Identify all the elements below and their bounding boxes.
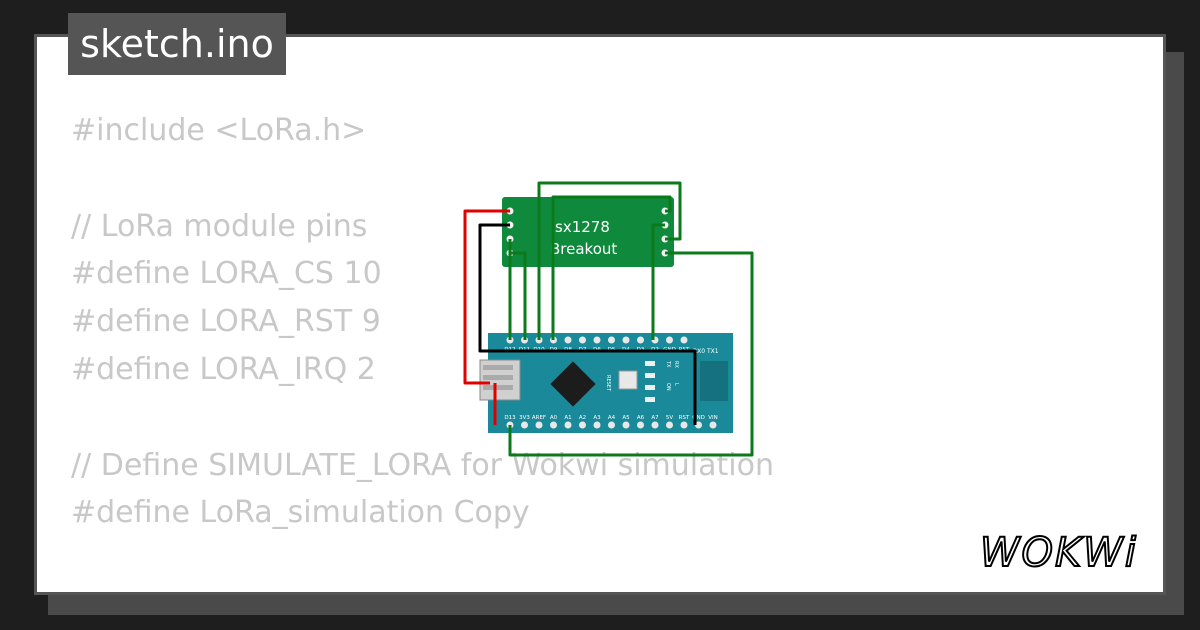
bottom-pin-label: 3V3 xyxy=(519,415,530,421)
file-tab[interactable]: sketch.ino xyxy=(68,13,286,75)
code-line: #define LoRa_simulation Copy xyxy=(71,495,530,531)
led-indicator xyxy=(645,385,655,390)
top-pin-d6 xyxy=(593,336,601,344)
bottom-pin-a6 xyxy=(637,421,644,429)
bottom-pin-aref xyxy=(535,421,543,429)
sx1278-module xyxy=(502,197,674,267)
code-line xyxy=(71,537,774,585)
code-line: // LoRa module pins xyxy=(71,208,368,244)
bottom-pin-a7 xyxy=(651,421,659,429)
bottom-pin-label: RST xyxy=(679,415,690,421)
bottom-pin-a5 xyxy=(622,421,630,429)
top-pin-d3 xyxy=(637,336,644,344)
board-label-l: L xyxy=(673,383,679,386)
board-label-tx: TX xyxy=(665,360,671,368)
bottom-pin-a4 xyxy=(608,421,615,429)
wire-red-power xyxy=(463,209,510,385)
wire-green-d11 xyxy=(510,251,527,340)
top-pin-gnd xyxy=(666,336,673,344)
wire-green-d10 xyxy=(537,181,682,340)
bottom-pin-label: A5 xyxy=(622,415,630,421)
bottom-pin-rst xyxy=(680,421,688,429)
bottom-pin-label: A6 xyxy=(637,415,645,421)
code-line: void setup() { xyxy=(71,585,774,592)
bottom-pin-a3 xyxy=(593,421,601,429)
usb-connector-detail xyxy=(483,375,513,380)
wokwi-logo-text: WOKWi xyxy=(980,530,1138,576)
module-label-line2: Breakout xyxy=(550,240,617,258)
bottom-pin-a1 xyxy=(564,421,572,429)
board-label-reset: RESET xyxy=(605,375,611,392)
bottom-pin-a0 xyxy=(550,421,557,429)
bottom-pin-a2 xyxy=(579,421,586,429)
wokwi-logo: WOKWi xyxy=(979,529,1138,576)
bottom-pin-label: VIN xyxy=(708,415,718,421)
bottom-pin-5v xyxy=(666,421,673,429)
board-label-on: ON xyxy=(665,383,671,391)
wire-black-gnd xyxy=(478,223,697,425)
bottom-pin-label: A4 xyxy=(608,415,616,421)
board-label-rx: RX xyxy=(673,361,679,368)
top-pin-d5 xyxy=(608,336,615,344)
code-line: #include <LoRa.h> xyxy=(71,113,367,148)
led-indicator xyxy=(645,397,655,402)
wire-green-d13 xyxy=(508,251,754,457)
module-label-line1: sx1278 xyxy=(555,218,610,236)
bottom-pin-label: D13 xyxy=(504,415,516,421)
code-line: #define LORA_IRQ 2 xyxy=(71,351,376,387)
led-indicator xyxy=(645,373,655,378)
code-line: // Define SIMULATE_LORA for Wokwi simula… xyxy=(71,447,774,483)
bottom-pin-label: A0 xyxy=(550,415,558,421)
bottom-pin-label: A7 xyxy=(651,415,659,421)
bottom-pin-label: 5V xyxy=(666,415,673,421)
board-label-rx0: RX0 xyxy=(693,348,705,355)
wire-green-d2 xyxy=(651,223,665,340)
code-preview: #include <LoRa.h> // LoRa module pins #def… xyxy=(71,107,774,592)
top-pin-d7 xyxy=(579,336,586,344)
bottom-pin-3v3 xyxy=(521,421,528,429)
led-indicator xyxy=(645,361,655,366)
code-line: #define LORA_RST 9 xyxy=(71,304,381,340)
bottom-pin-label: A2 xyxy=(579,415,586,421)
reset-button-icon xyxy=(618,370,638,390)
top-pin-rst xyxy=(680,336,688,344)
bottom-pin-gnd xyxy=(695,421,702,429)
bottom-pin-label: GND xyxy=(692,415,705,421)
top-pin-d4 xyxy=(622,336,630,344)
top-pin-d8 xyxy=(564,336,572,344)
wire-green-d9 xyxy=(551,195,672,340)
bottom-pin-label: A3 xyxy=(593,415,601,421)
bottom-pin-label: A1 xyxy=(564,415,571,421)
icsp-header xyxy=(700,361,728,401)
usb-connector-detail xyxy=(483,365,513,370)
board-label-tx1: TX1 xyxy=(706,348,719,355)
code-line: #define LORA_CS 10 xyxy=(71,256,382,292)
bottom-pin-label: AREF xyxy=(532,415,546,421)
preview-card: #include <LoRa.h> // LoRa module pins #def… xyxy=(34,34,1166,595)
usb-connector-detail xyxy=(483,385,513,390)
bottom-pin-vin xyxy=(709,421,717,429)
